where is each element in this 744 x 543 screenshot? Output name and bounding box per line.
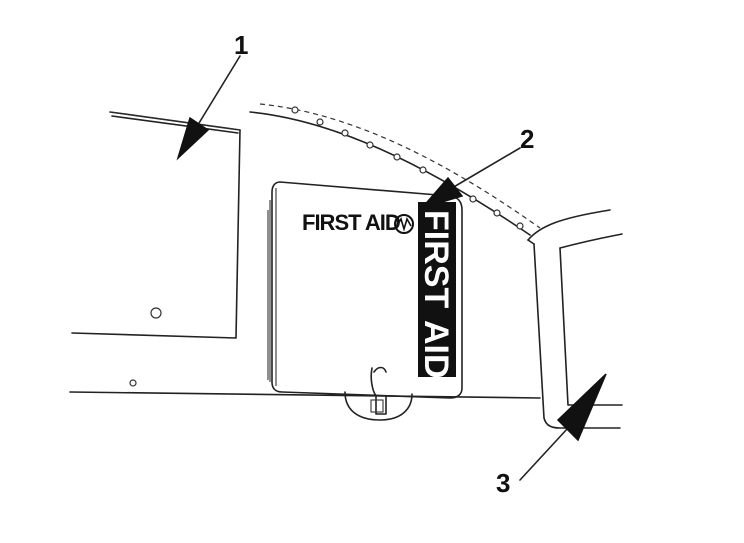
kit-label-band: [418, 202, 456, 377]
kit-latch: [344, 366, 413, 421]
kit-small-label: FIRST AID: [302, 210, 400, 235]
medical-emblem-icon: [394, 214, 414, 234]
access-panel: [71, 111, 242, 339]
callout-arrow-3: [519, 373, 607, 481]
kit-band-word1: FIRST: [417, 210, 455, 308]
callout-label-1: 1: [234, 30, 248, 60]
panel-fastener: [150, 307, 162, 319]
door-frame: [527, 209, 623, 429]
callout-label-3: 3: [496, 468, 510, 498]
callout-arrow-1: [176, 55, 241, 161]
first-aid-kit: FIRST AID FIRST AID: [267, 181, 463, 399]
lower-beam: [69, 379, 541, 399]
upper-frame: [249, 103, 541, 236]
kit-band-word2: AID: [417, 320, 455, 379]
callout-arrow-2: [419, 147, 521, 210]
callout-label-2: 2: [520, 124, 534, 154]
